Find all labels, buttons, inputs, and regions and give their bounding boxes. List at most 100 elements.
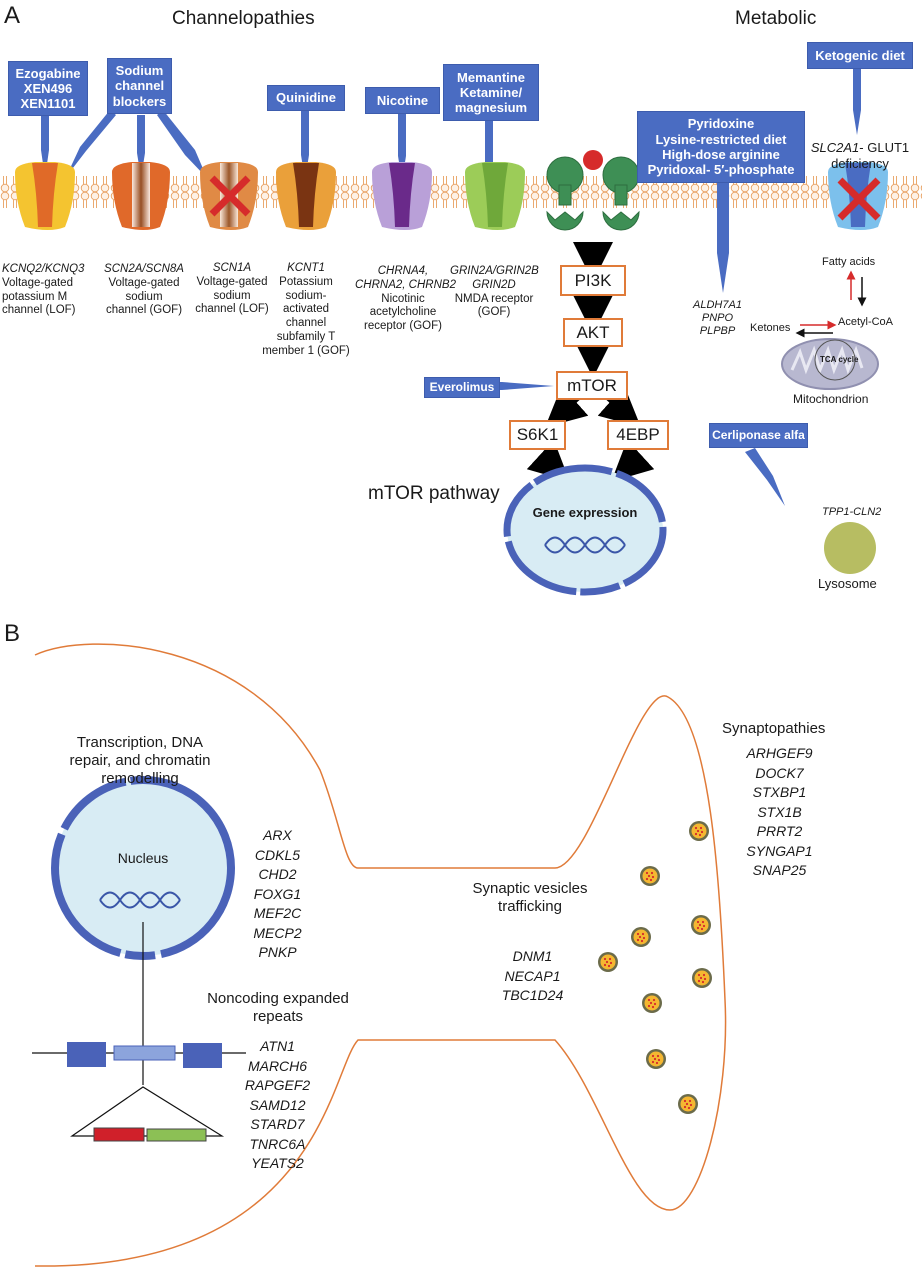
drug-name: magnesium xyxy=(454,100,528,116)
channel-desc: channel (GOF) xyxy=(105,304,183,317)
gene-name: STARD7 xyxy=(250,1116,305,1132)
fatty-acids-label: Fatty acids xyxy=(822,256,876,268)
channel-desc: potassium M xyxy=(2,290,68,303)
transcription-heading: Transcription, DNA repair, and chromatin… xyxy=(55,734,225,788)
gene-name: SLC2A1 xyxy=(810,140,860,155)
synaptic-vesicle-icon xyxy=(631,927,651,947)
synaptopathies-gene-list: ARHGEF9 DOCK7 STXBP1 STX1B PRRT2 SYNGAP1… xyxy=(742,744,817,881)
drug-sodium-channel-blockers: Sodium channel blockers xyxy=(107,58,172,114)
channel-label-grin: GRIN2A/GRIN2B GRIN2D NMDA receptor (GOF) xyxy=(450,265,539,320)
channel-desc: channel (LOF) xyxy=(195,303,269,316)
heading-line: Noncoding expanded xyxy=(207,990,349,1007)
drug-name: XEN496 xyxy=(23,80,73,96)
gene-name: RAPGEF2 xyxy=(244,1077,311,1093)
channel-label-scn1a: SCN1A Voltage-gated sodium channel (LOF) xyxy=(192,262,272,317)
gene-name: STXBP1 xyxy=(752,784,807,800)
tpp1-label: TPP1-CLN2 xyxy=(822,506,882,518)
gene-name: PLPBP xyxy=(699,325,736,338)
channel-kcnq xyxy=(15,162,75,230)
channel-desc: channel xyxy=(285,317,327,330)
transcription-gene-list: ARX CDKL5 CHD2 FOXG1 MEF2C MECP2 PNKP xyxy=(245,826,310,963)
channel-desc: acetylcholine xyxy=(369,306,437,319)
heading-line: remodelling xyxy=(101,770,179,787)
gene-name: KCNQ2/KCNQ3 xyxy=(2,263,85,275)
channel-scn1a xyxy=(200,162,258,230)
gene-name: PNKP xyxy=(258,944,297,960)
node-pi3k: PI3K xyxy=(560,265,626,296)
noncoding-heading: Noncoding expanded repeats xyxy=(193,990,363,1026)
channel-label-scn2a: SCN2A/SCN8A Voltage-gated sodium channel… xyxy=(103,263,185,318)
drug-name: Ketamine/ xyxy=(459,84,523,100)
channel-scn2a xyxy=(112,162,170,230)
channelopathies-heading: Channelopathies xyxy=(172,8,315,29)
channel-desc: Voltage-gated xyxy=(196,275,268,288)
gene-name: DOCK7 xyxy=(755,764,804,781)
drug-pyridoxine: Pyridoxine Lysine-restricted diet High-d… xyxy=(637,111,805,183)
heading-line: Synaptic vesicles xyxy=(472,880,588,897)
pointer-ketogenic xyxy=(853,68,861,135)
vesicle-gene-list: DNM1 NECAP1 TBC1D24 xyxy=(490,947,575,1006)
neuron-outline xyxy=(34,643,727,1267)
channel-desc: sodium- xyxy=(285,289,327,302)
dna-icon xyxy=(544,536,626,554)
glut1-label: SLC2A1- GLUT1 deficiency xyxy=(805,140,915,171)
gene-name: ALDH7A1 xyxy=(693,299,742,311)
repeat-red xyxy=(93,1127,145,1142)
gene-name: STX1B xyxy=(757,803,802,820)
channel-label-chrna: CHRNA4, CHRNA2, CHRNB2 Nicotinic acetylc… xyxy=(355,265,456,334)
pointer-cerliponase xyxy=(745,448,785,506)
drug-name: Ezogabine xyxy=(15,65,81,81)
gene-name: SCN2A/SCN8A xyxy=(104,263,184,275)
channel-desc: Nicotinic xyxy=(381,292,425,305)
gene-expression-label: Gene expression xyxy=(532,505,638,520)
node-s6k1: S6K1 xyxy=(509,420,566,450)
gene-name: MECP2 xyxy=(253,924,302,941)
synaptic-vesicle-icon xyxy=(692,968,712,988)
gene-name: SNAP25 xyxy=(752,862,807,878)
channel-desc: (GOF) xyxy=(477,306,511,319)
acetyl-coa-label: Acetyl-CoA xyxy=(838,316,894,328)
channel-glut1 xyxy=(828,162,888,230)
mitochondrion-icon xyxy=(781,338,879,390)
gene-name: PRRT2 xyxy=(756,823,803,839)
synaptic-vesicle-icon xyxy=(678,1094,698,1114)
channel-desc: subfamily T xyxy=(276,330,336,343)
gene-name: CHD2 xyxy=(258,866,297,882)
channel-desc: sodium xyxy=(125,290,163,303)
vesicle-heading: Synaptic vesicles trafficking xyxy=(460,880,600,916)
drug-ketogenic-diet: Ketogenic diet xyxy=(807,42,913,69)
drug-quinidine: Quinidine xyxy=(267,85,345,111)
gene-name: YEATS2 xyxy=(251,1155,304,1171)
lysosome-icon xyxy=(824,522,876,574)
gene-name: TBC1D24 xyxy=(501,987,564,1003)
channel-label-kcnt1: KCNT1 Potassium sodium- activated channe… xyxy=(260,262,352,359)
synaptic-vesicle-icon xyxy=(642,993,662,1013)
gene-name: MEF2C xyxy=(253,905,302,921)
gene-name: SCN1A xyxy=(212,262,252,274)
gene-name: DNM1 xyxy=(512,948,553,964)
pointer-pyridoxine xyxy=(717,183,729,293)
channel-desc: channel (LOF) xyxy=(2,304,76,317)
channel-desc: sodium xyxy=(213,289,251,302)
exon xyxy=(183,1043,222,1068)
synaptic-vesicle-icon xyxy=(646,1049,666,1069)
drug-name: Pyridoxine xyxy=(687,116,755,132)
gene-name: SYNGAP1 xyxy=(746,842,813,859)
gene-name: CHRNA4, xyxy=(377,265,429,277)
gene-name: GRIN2A/GRIN2B xyxy=(450,265,539,277)
gene-name: TNRC6A xyxy=(249,1135,306,1152)
gene-name: FOXG1 xyxy=(253,885,302,902)
heading-line: repeats xyxy=(252,1008,304,1025)
inhibition-x-icon xyxy=(209,175,251,217)
pyridoxine-genes: ALDH7A1 PNPO PLPBP xyxy=(690,299,745,339)
channel-grin xyxy=(465,162,525,230)
ligand-icon xyxy=(583,150,603,170)
gene-name: KCNT1 xyxy=(287,262,325,274)
panel-b-label: B xyxy=(4,620,21,647)
glut1-deficiency: deficiency xyxy=(831,155,889,171)
drug-name: Sodium xyxy=(115,63,164,78)
inhibition-x-icon xyxy=(837,177,881,221)
gene-structure xyxy=(32,922,246,1142)
drug-name: XEN1101 xyxy=(20,96,76,112)
